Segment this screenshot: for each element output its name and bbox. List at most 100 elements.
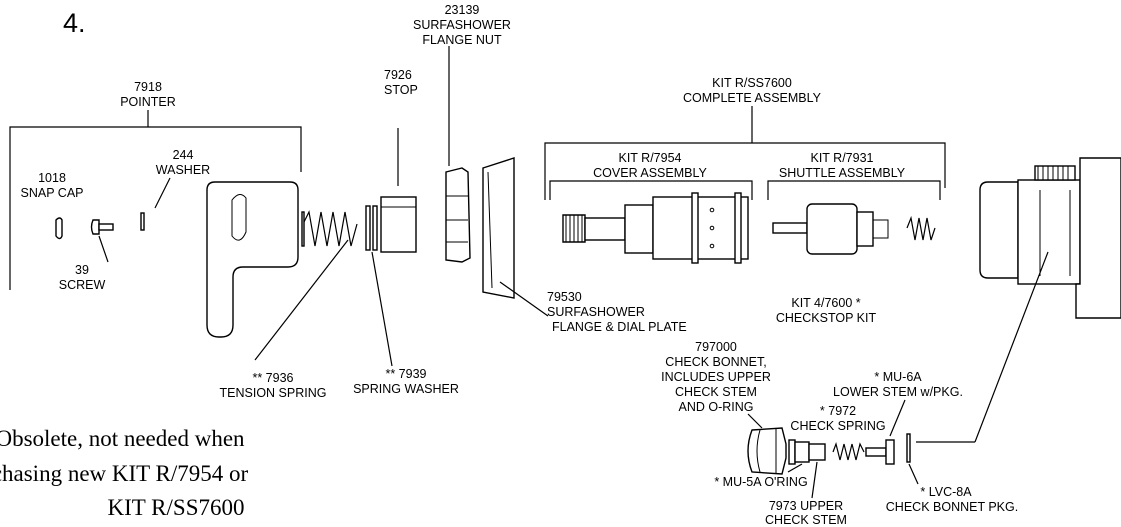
shuttle-kit-name: SHUTTLE ASSEMBLY [779, 166, 906, 180]
stop-number: 7926 [384, 68, 412, 82]
valve-body-group [974, 157, 1121, 443]
cartridge-oring-2 [734, 192, 742, 264]
pointer-handle-part [206, 181, 299, 338]
step-number: 4. [63, 8, 86, 38]
lower-stem-name: LOWER STEM w/PKG. [833, 385, 963, 399]
complete-kit-number: KIT R/SS7600 [712, 76, 792, 90]
cartridge-port-2 [709, 225, 715, 231]
check-bonnet-detail [756, 429, 777, 473]
flange-nut-name-2: FLANGE NUT [422, 33, 502, 47]
tension-spring-leader [254, 239, 349, 361]
bonnet-leader [747, 413, 763, 429]
obsolete-note: Obsolete, not needed when chasing new KI… [0, 426, 249, 520]
washer-number: 244 [173, 148, 194, 162]
cartridge-oring-1 [691, 192, 699, 264]
oring-part [788, 439, 796, 465]
valve-thread-detail [1037, 166, 1069, 180]
bonnet-line-2: INCLUDES UPPER [661, 370, 771, 384]
valve-body-threads [1034, 165, 1076, 181]
spring-group: ** 7936 TENSION SPRING ** 7939 SPRING WA… [220, 68, 459, 400]
stop-part [380, 196, 417, 253]
snap-cap-part [55, 217, 63, 240]
washer-name: WASHER [156, 163, 210, 177]
cartridge-port-3 [709, 243, 715, 249]
washer-leader [154, 177, 171, 209]
shuttle-stem-part [772, 222, 808, 234]
check-spring-name: CHECK SPRING [790, 419, 885, 433]
bonnet-line-3: CHECK STEM [675, 385, 757, 399]
tension-spring-number: ** 7936 [252, 371, 293, 385]
valve-body-center [1017, 179, 1081, 285]
dial-plate-part [482, 157, 515, 299]
tension-spring-part [302, 210, 358, 247]
spring-washer-name: SPRING WASHER [353, 382, 459, 396]
oring-leader [787, 463, 803, 473]
flange-nut-name-1: SURFASHOWER [413, 18, 511, 32]
cartridge-neck-part [584, 217, 626, 241]
flange-nut-part [445, 167, 471, 263]
cartridge-body-part [652, 196, 749, 260]
flange-nut-number: 23139 [445, 3, 480, 17]
pointer-bracket [9, 110, 302, 172]
upper-stem-leader [811, 461, 818, 499]
lower-stem-body [865, 447, 887, 457]
spring-washer-number: ** 7939 [385, 367, 426, 381]
upper-stem-number: 7973 UPPER [769, 499, 843, 513]
bonnet-number: 797000 [695, 340, 737, 354]
lower-stem-head [885, 439, 895, 465]
bonnet-pkg-part [906, 433, 911, 463]
stop-name: STOP [384, 83, 418, 97]
pointer-name: POINTER [120, 95, 176, 109]
note-line-3: KIT R/SS7600 [108, 495, 245, 520]
shuttle-end-part [873, 219, 889, 239]
checkstop-group: 797000 CHECK BONNET, INCLUDES UPPER CHEC… [661, 340, 1018, 527]
shuttle-tail-part [856, 211, 874, 247]
pointer-handle-detail [231, 194, 247, 241]
oring-label: * MU-5A O'RING [714, 475, 807, 489]
cover-kit-number: KIT R/7954 [618, 151, 681, 165]
complete-assembly-group: KIT R/SS7600 COMPLETE ASSEMBLY KIT R/795… [544, 76, 946, 325]
bonnet-pkg-leader [908, 463, 919, 485]
shuttle-bracket [767, 180, 941, 200]
valve-body-detail [1039, 190, 1071, 276]
checkstop-kit-name: CHECKSTOP KIT [776, 311, 877, 325]
flange-group: 23139 SURFASHOWER FLANGE NUT 79530 SURFA… [413, 3, 687, 334]
dial-plate-leader [499, 281, 549, 317]
dial-plate-number: 79530 [547, 290, 582, 304]
check-bonnet-part [747, 427, 787, 475]
dial-plate-name-1: SURFASHOWER [547, 305, 645, 319]
screw-head-part [90, 219, 100, 235]
cartridge-collar-part [624, 204, 654, 254]
screw-number: 39 [75, 263, 89, 277]
bonnet-pkg-name: CHECK BONNET PKG. [886, 500, 1018, 514]
valve-body-right [1075, 157, 1121, 319]
complete-kit-name: COMPLETE ASSEMBLY [683, 91, 822, 105]
dial-plate-name-2: FLANGE & DIAL PLATE [552, 320, 687, 334]
lower-stem-leader [889, 399, 906, 437]
lower-stem-number: * MU-6A [874, 370, 922, 384]
shuttle-kit-number: KIT R/7931 [810, 151, 873, 165]
valve-body-left [979, 181, 1019, 279]
upper-stem-name: CHECK STEM [765, 513, 847, 527]
note-line-1: Obsolete, not needed when [0, 426, 245, 451]
bonnet-line-1: CHECK BONNET, [665, 355, 766, 369]
cover-bracket [549, 180, 753, 200]
shuttle-spring-part [906, 215, 936, 241]
spring-washer-part-b [372, 205, 378, 251]
dial-plate-detail [487, 171, 493, 289]
cover-kit-name: COVER ASSEMBLY [593, 166, 707, 180]
snap-cap-name: SNAP CAP [21, 186, 84, 200]
screw-leader [98, 235, 109, 263]
flange-nut-detail [446, 195, 468, 243]
cartridge-spline-detail [565, 215, 583, 242]
complete-bracket [544, 106, 946, 200]
tension-spring-end [301, 211, 305, 247]
pointer-number: 7918 [134, 80, 162, 94]
pointer-group: 7918 POINTER 244 WASHER 1018 SNAP CAP 39… [9, 80, 302, 338]
washer-part [140, 212, 145, 231]
bonnet-line-4: AND O-RING [679, 400, 754, 414]
screw-shank-part [98, 223, 114, 231]
spring-washer-part-a [365, 205, 371, 251]
screw-name: SCREW [59, 278, 106, 292]
